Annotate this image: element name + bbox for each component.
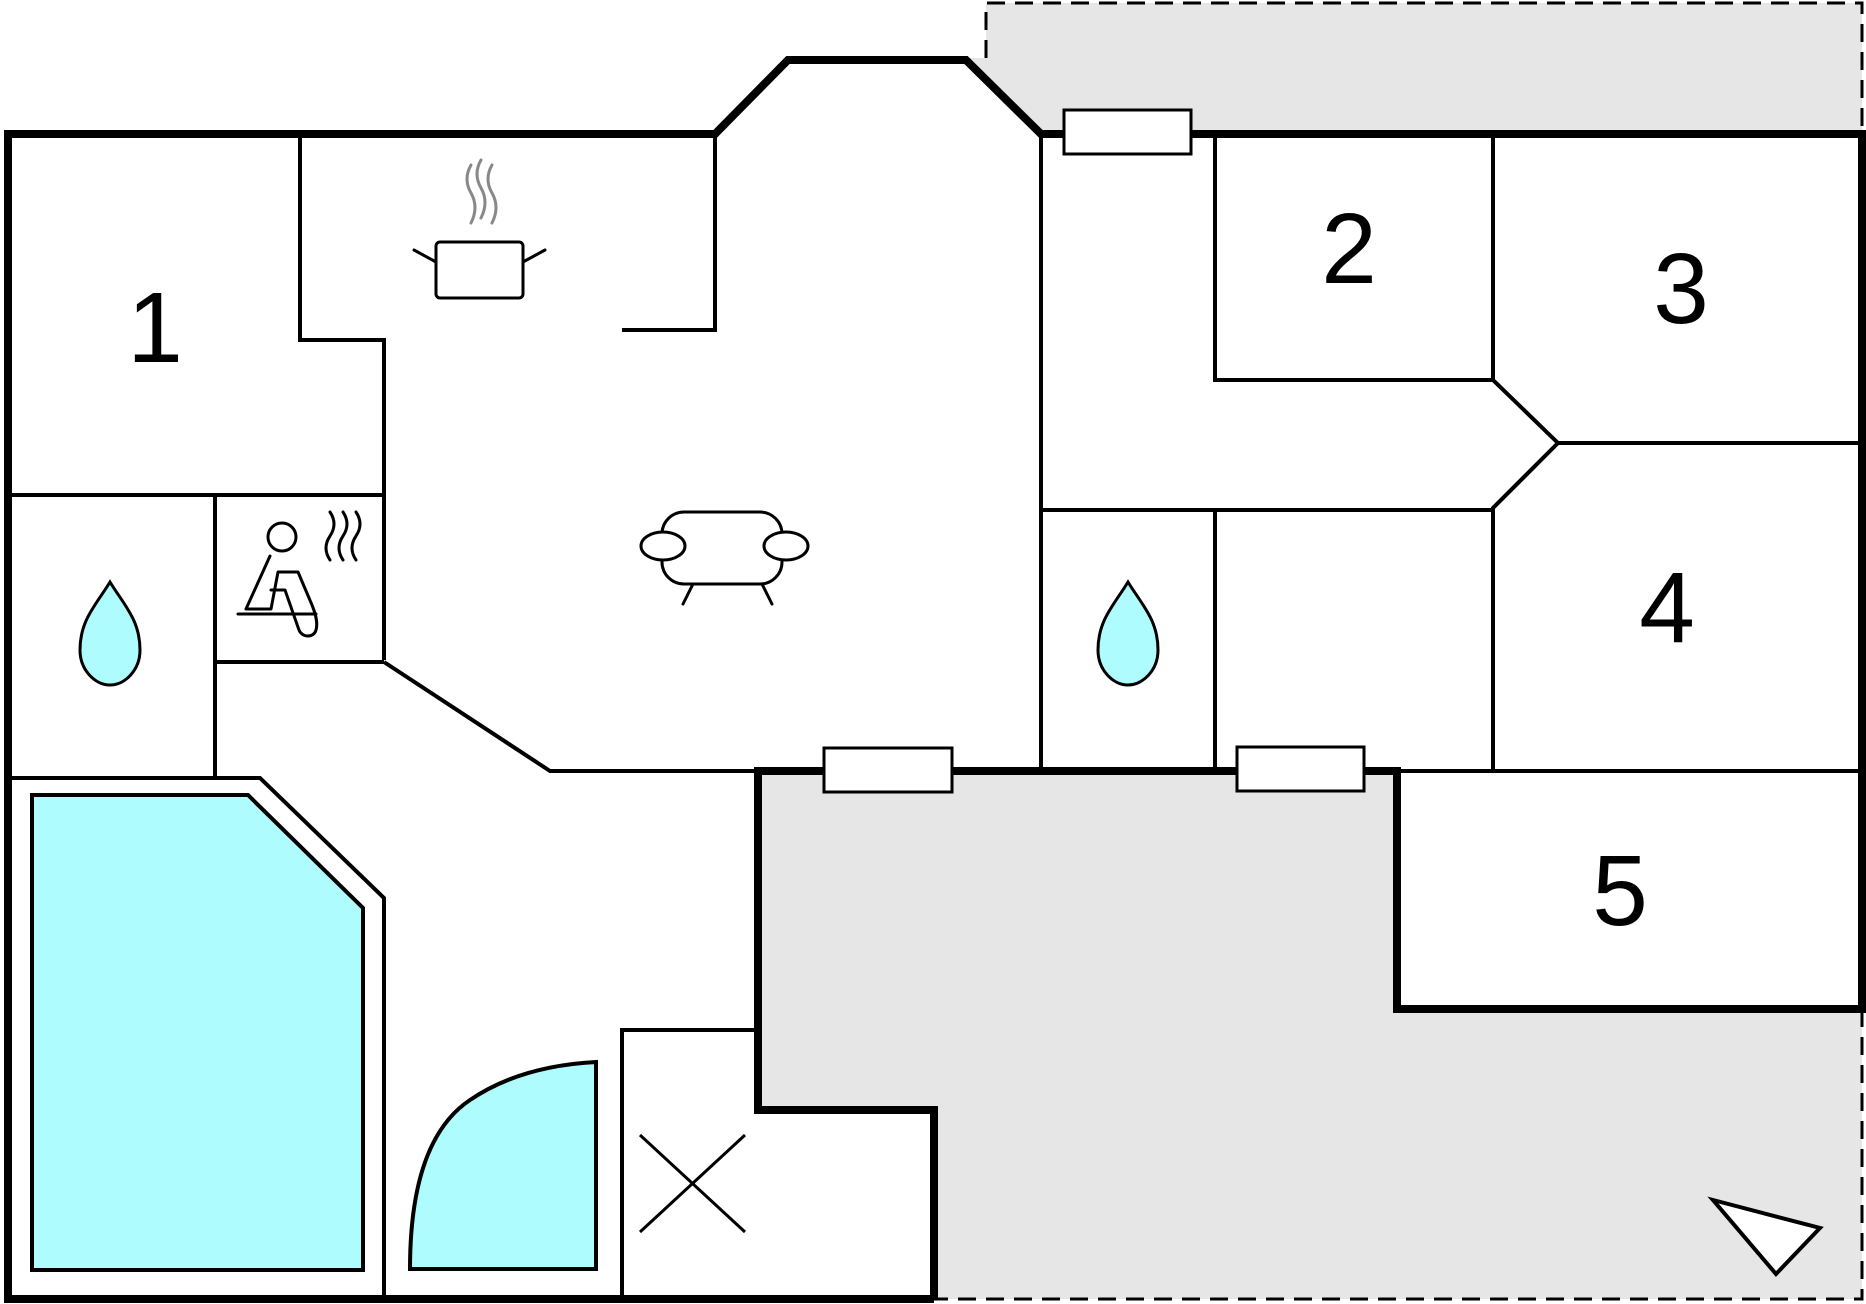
- exterior-walls: [4, 56, 1866, 1303]
- wall-room2-3: [1491, 134, 1862, 445]
- window-bath2: [1235, 745, 1366, 793]
- terrace-bottom-dashed-border: [934, 1009, 1864, 1301]
- swimming-pool: [30, 793, 365, 1272]
- windows: [822, 108, 1366, 794]
- wall-room1-kitchen: [298, 134, 386, 660]
- water-features: [8, 776, 598, 1299]
- room-label-2: 2: [1321, 193, 1377, 305]
- fireplace-x-icon: [638, 1133, 747, 1234]
- wall-kitchen-counter: [622, 134, 717, 332]
- room-label-5: 5: [1592, 835, 1648, 947]
- room-label-3: 3: [1653, 233, 1709, 345]
- interior-walls: [8, 134, 1862, 1299]
- window-living: [822, 746, 954, 794]
- water-drop-icon: [1096, 579, 1160, 687]
- pool-outer-border: [8, 776, 386, 1299]
- terrace-top-dashed-border: [984, 1, 1864, 134]
- terrace-top: [966, 3, 1862, 134]
- window-top: [1062, 108, 1193, 156]
- room-labels: 1 2 3 4 5: [127, 193, 1709, 947]
- jacuzzi: [407, 1059, 598, 1271]
- kitchen-pot-icon: [412, 158, 547, 300]
- terraces: [758, 1, 1864, 1301]
- sofa-icon: [639, 510, 810, 606]
- terrace-bottom: [758, 771, 1862, 1299]
- room-label-1: 1: [127, 272, 183, 384]
- sauna-icon: [236, 510, 362, 638]
- exterior-wall-main: [4, 56, 1866, 1303]
- wall-room2: [1213, 134, 1493, 382]
- compass-north-arrow-icon: [1707, 1196, 1824, 1277]
- wall-fireplace-box: [620, 1028, 758, 1299]
- water-drop-icon: [78, 579, 142, 687]
- wall-room4-top: [1491, 441, 1560, 771]
- wall-living-bottom: [382, 660, 758, 773]
- room-label-4: 4: [1639, 552, 1695, 664]
